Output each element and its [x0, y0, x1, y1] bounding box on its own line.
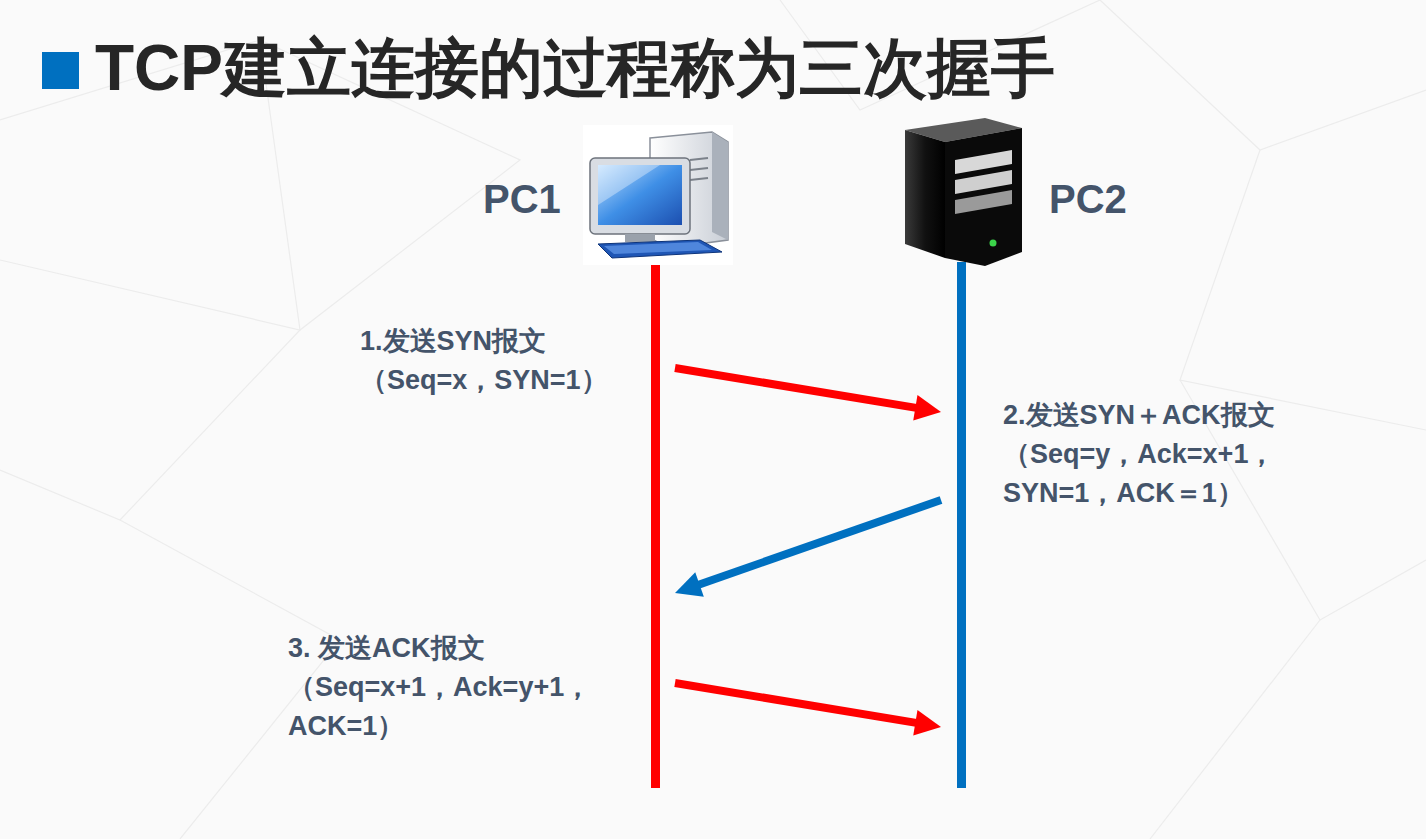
host-node: PC1	[635, 118, 675, 790]
lifeline	[957, 262, 966, 788]
arrow-line	[675, 368, 919, 408]
host-label: PC2	[1049, 176, 1127, 222]
host-label: PC1	[483, 176, 561, 222]
lifelines	[651, 262, 966, 788]
arrow-line	[696, 500, 941, 586]
arrow-line	[675, 683, 919, 723]
host-node: PC2	[941, 118, 981, 790]
message-arrow	[675, 683, 941, 736]
arrow-head	[675, 572, 704, 597]
message-label: 1.发送SYN报文 （Seq=x，SYN=1）	[360, 322, 650, 400]
title: TCP建立连接的过程称为三次握手	[95, 30, 1055, 106]
lifeline	[651, 265, 660, 788]
arrow-head	[913, 395, 941, 421]
arrow-head	[913, 710, 941, 736]
bullet-square	[42, 52, 79, 89]
message-label: 3. 发送ACK报文 （Seq=x+1，Ack=y+1， ACK=1）	[288, 629, 633, 746]
message-arrow	[675, 500, 941, 597]
pc-icon	[583, 125, 733, 265]
server-icon	[905, 118, 1022, 266]
message-arrow	[675, 368, 941, 421]
message-label: 2.发送SYN＋ACK报文 （Seq=y，Ack=x+1， SYN=1，ACK＝…	[1003, 396, 1343, 513]
